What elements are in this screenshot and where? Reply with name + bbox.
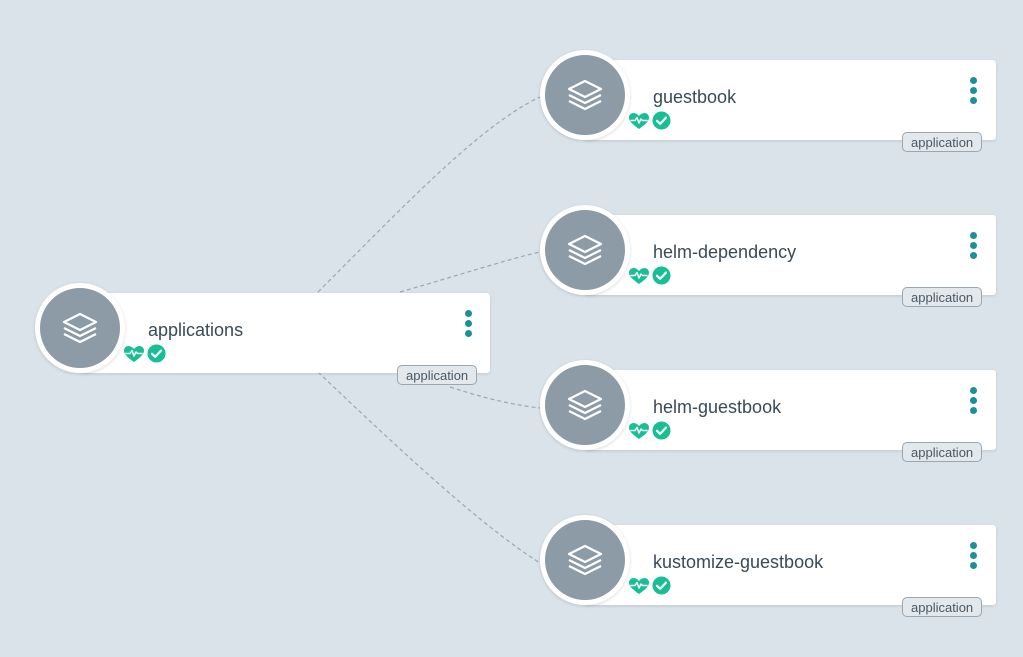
heart-pulse-icon xyxy=(629,112,649,129)
node-status xyxy=(628,421,671,440)
node-status xyxy=(123,344,166,363)
kind-badge: application xyxy=(902,442,983,462)
node-icon-circle[interactable] xyxy=(35,283,125,373)
node-card[interactable] xyxy=(585,525,996,605)
node-icon-circle[interactable] xyxy=(540,50,630,140)
more-vertical-icon xyxy=(969,386,977,394)
layers-icon xyxy=(62,312,98,344)
node-menu-button[interactable] xyxy=(965,537,981,573)
kind-badge: application xyxy=(397,365,478,385)
layers-icon xyxy=(567,79,603,111)
node-name[interactable]: guestbook xyxy=(653,87,737,107)
node-icon-circle[interactable] xyxy=(540,205,630,295)
heart-pulse-icon xyxy=(629,267,649,284)
node-menu-button[interactable] xyxy=(965,72,981,108)
node-card[interactable] xyxy=(80,293,490,373)
edge-helm-dependency xyxy=(399,251,541,293)
node-card[interactable] xyxy=(585,60,996,140)
edge-helm-guestbook xyxy=(449,386,541,409)
node-status xyxy=(628,576,671,595)
node-name[interactable]: helm-dependency xyxy=(653,242,797,262)
check-circle-icon xyxy=(652,266,671,285)
more-vertical-icon xyxy=(969,231,977,239)
kind-badge: application xyxy=(902,132,983,152)
more-vertical-icon xyxy=(969,541,977,549)
node-menu-button[interactable] xyxy=(965,382,981,418)
check-circle-icon xyxy=(652,111,671,130)
more-vertical-icon xyxy=(464,309,472,317)
node-icon-circle[interactable] xyxy=(540,360,630,450)
more-vertical-icon xyxy=(969,76,977,84)
kind-badge: application xyxy=(902,287,983,307)
node-name[interactable]: kustomize-guestbook xyxy=(653,552,824,572)
layers-icon xyxy=(567,234,603,266)
kind-badge: application xyxy=(902,597,983,617)
node-status xyxy=(628,111,671,130)
edge-kustomize-guestbook xyxy=(317,371,541,564)
edge-guestbook xyxy=(317,96,541,293)
node-menu-button[interactable] xyxy=(460,305,476,341)
node-card[interactable] xyxy=(585,370,996,450)
heart-pulse-icon xyxy=(124,345,144,362)
check-circle-icon xyxy=(147,344,166,363)
check-circle-icon xyxy=(652,576,671,595)
node-card[interactable] xyxy=(585,215,996,295)
node-menu-button[interactable] xyxy=(965,227,981,263)
node-name[interactable]: helm-guestbook xyxy=(653,397,782,417)
node-name[interactable]: applications xyxy=(148,320,244,340)
node-status xyxy=(628,266,671,285)
heart-pulse-icon xyxy=(629,422,649,439)
layers-icon xyxy=(567,544,603,576)
layers-icon xyxy=(567,389,603,421)
check-circle-icon xyxy=(652,421,671,440)
node-icon-circle[interactable] xyxy=(540,515,630,605)
heart-pulse-icon xyxy=(629,577,649,594)
